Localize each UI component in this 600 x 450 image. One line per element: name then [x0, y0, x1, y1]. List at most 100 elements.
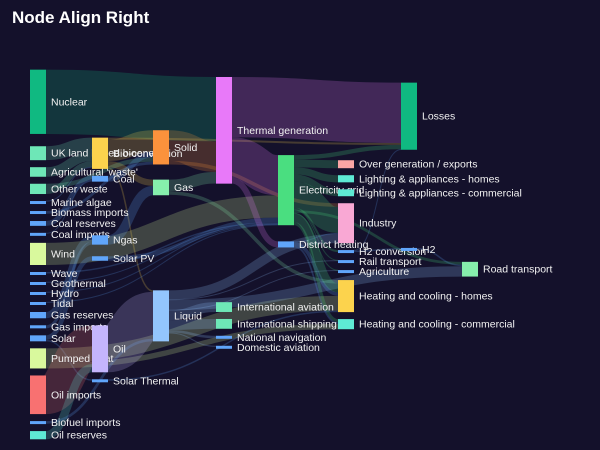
link-solar-to-solar-pv[interactable]	[45, 256, 93, 340]
node-international-aviation[interactable]	[216, 302, 232, 312]
link-electricity-grid-to-industry[interactable]	[292, 181, 340, 234]
link-liquid-to-international-shipping[interactable]	[168, 318, 217, 330]
link-liquid-to-international-aviation[interactable]	[168, 302, 217, 321]
node-solar[interactable]	[30, 335, 46, 342]
node-coal-reserves[interactable]	[30, 221, 46, 226]
link-solar-thermal-to-heating-and-cooling-homes[interactable]	[107, 310, 339, 381]
node-agriculture[interactable]	[338, 270, 354, 274]
link-solid-to-industry[interactable]	[168, 160, 339, 207]
node-lighting-appliances-commercial[interactable]	[338, 189, 354, 197]
link-electricity-grid-to-h2-conversion[interactable]	[293, 207, 339, 253]
node-heating-and-cooling-homes[interactable]	[338, 280, 354, 313]
link-liquid-to-rail-transport[interactable]	[168, 260, 339, 301]
node-other-waste[interactable]	[30, 183, 46, 195]
link-coal-to-solid[interactable]	[107, 151, 154, 182]
link-bio-conversion-to-liquid[interactable]	[107, 167, 154, 292]
node-agricultural-waste[interactable]	[30, 167, 46, 177]
link-gas-to-heating-and-cooling-homes[interactable]	[168, 191, 339, 284]
link-solar-pv-to-electricity-grid[interactable]	[107, 217, 279, 261]
node-gas[interactable]	[153, 179, 169, 196]
link-thermal-generation-to-losses[interactable]	[231, 76, 402, 143]
link-oil-to-liquid[interactable]	[103, 291, 158, 373]
node-losses[interactable]	[401, 82, 417, 150]
link-other-waste-to-solid[interactable]	[45, 157, 154, 189]
node-national-navigation[interactable]	[216, 335, 232, 339]
node-gas-reserves[interactable]	[30, 311, 46, 319]
link-h2-conversion-to-h2[interactable]	[353, 247, 402, 253]
node-lighting-appliances-homes[interactable]	[338, 175, 354, 183]
link-district-heating-to-heating-and-cooling-homes[interactable]	[293, 242, 339, 296]
link-ngas-to-gas[interactable]	[107, 185, 154, 245]
link-thermal-generation-to-district-heating[interactable]	[231, 177, 279, 248]
link-electricity-grid-to-lighting-appliances-commercial[interactable]	[293, 174, 339, 197]
link-geothermal-to-electricity-grid[interactable]	[45, 223, 279, 283]
link-oil-reserves-to-oil[interactable]	[44, 364, 94, 440]
node-wave[interactable]	[30, 271, 46, 275]
link-uk-land-based-bioenergy-to-bio-conversion[interactable]	[45, 137, 93, 161]
node-h2[interactable]	[401, 247, 417, 251]
node-solid[interactable]	[153, 130, 169, 165]
link-district-heating-to-industry[interactable]	[293, 232, 339, 243]
node-bio-conversion[interactable]	[92, 137, 108, 169]
link-oil-imports-to-oil[interactable]	[40, 325, 98, 415]
link-agricultural-waste-to-bio-conversion[interactable]	[45, 151, 93, 177]
node-gas-imports[interactable]	[30, 325, 46, 329]
link-electricity-grid-to-losses[interactable]	[293, 144, 402, 160]
link-biomass-imports-to-solid[interactable]	[45, 161, 154, 214]
node-district-heating[interactable]	[278, 241, 294, 248]
link-gas-imports-to-ngas[interactable]	[45, 241, 93, 329]
node-solar-thermal[interactable]	[92, 379, 108, 383]
link-h2-to-road-transport[interactable]	[416, 247, 463, 267]
node-nuclear[interactable]	[30, 69, 46, 134]
link-gas-reserves-to-ngas[interactable]	[45, 235, 93, 319]
node-biomass-imports[interactable]	[30, 211, 46, 215]
node-oil[interactable]	[92, 325, 108, 373]
node-liquid[interactable]	[153, 290, 169, 342]
node-pumped-heat[interactable]	[30, 348, 46, 369]
node-domestic-aviation[interactable]	[216, 345, 232, 349]
link-wind-to-electricity-grid[interactable]	[45, 195, 279, 265]
link-hydro-to-electricity-grid[interactable]	[45, 223, 279, 293]
link-gas-to-thermal-generation[interactable]	[168, 171, 217, 192]
link-wave-to-electricity-grid[interactable]	[45, 222, 279, 274]
node-road-transport[interactable]	[462, 261, 478, 277]
node-geothermal[interactable]	[30, 281, 46, 285]
link-liquid-to-national-navigation[interactable]	[168, 329, 217, 339]
node-uk-land-based-bioenergy[interactable]	[30, 146, 46, 161]
link-electricity-grid-to-heating-and-cooling-commercial[interactable]	[293, 222, 339, 323]
node-marine-algae[interactable]	[30, 201, 46, 205]
link-liquid-to-domestic-aviation[interactable]	[168, 332, 217, 347]
node-oil-imports[interactable]	[30, 375, 46, 415]
link-electricity-grid-to-lighting-appliances-homes[interactable]	[293, 167, 339, 183]
link-electricity-grid-to-over-generation-exports[interactable]	[293, 159, 339, 169]
node-hydro[interactable]	[30, 291, 46, 295]
link-solar-to-solar-thermal[interactable]	[45, 339, 93, 381]
node-coal[interactable]	[92, 175, 108, 182]
link-bio-conversion-to-gas[interactable]	[107, 161, 154, 186]
link-liquid-to-agriculture[interactable]	[168, 269, 339, 311]
link-solid-to-thermal-generation[interactable]	[168, 130, 217, 172]
node-oil-reserves[interactable]	[30, 431, 46, 440]
link-coal-reserves-to-coal[interactable]	[45, 175, 93, 226]
link-marine-algae-to-bio-conversion[interactable]	[45, 166, 93, 202]
link-bio-conversion-to-solid[interactable]	[107, 130, 154, 162]
node-industry[interactable]	[338, 203, 354, 244]
node-thermal-generation[interactable]	[216, 76, 232, 184]
link-electricity-grid-to-rail-transport[interactable]	[293, 209, 339, 261]
link-nuclear-to-thermal-generation[interactable]	[45, 69, 217, 142]
node-electricity-grid[interactable]	[278, 155, 294, 226]
link-thermal-generation-to-electricity-grid[interactable]	[230, 137, 280, 196]
link-liquid-to-industry[interactable]	[168, 233, 339, 300]
link-coal-imports-to-coal[interactable]	[45, 180, 93, 234]
link-other-waste-to-bio-conversion[interactable]	[45, 161, 93, 195]
node-over-generation-exports[interactable]	[338, 160, 354, 169]
node-international-shipping[interactable]	[216, 318, 232, 329]
node-tidal[interactable]	[30, 301, 46, 305]
node-solar-pv[interactable]	[92, 256, 108, 261]
link-tidal-to-electricity-grid[interactable]	[45, 224, 279, 303]
node-wind[interactable]	[30, 242, 46, 265]
link-electricity-grid-to-heating-and-cooling-homes[interactable]	[292, 213, 340, 293]
node-heating-and-cooling-commercial[interactable]	[338, 319, 354, 330]
node-coal-imports[interactable]	[30, 232, 46, 236]
node-ngas[interactable]	[92, 235, 108, 245]
